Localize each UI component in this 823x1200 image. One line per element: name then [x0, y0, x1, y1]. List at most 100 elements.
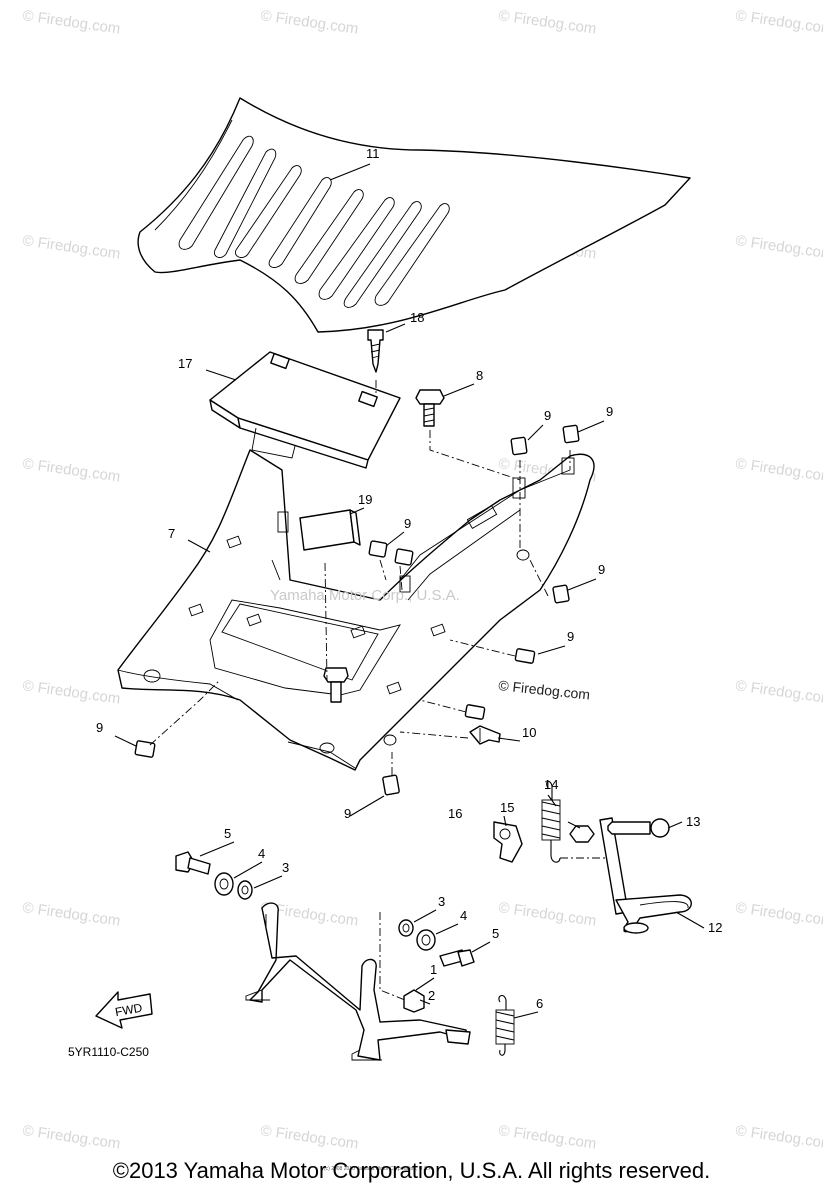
- callout-number: 5: [492, 926, 499, 941]
- leader-line: [253, 875, 283, 889]
- leader-line: [567, 821, 581, 829]
- callout-number: 16: [448, 806, 462, 821]
- part-17-lid: [209, 351, 401, 469]
- firedog-watermark: © Firedog.com: [21, 7, 121, 38]
- part-8-bolt: [415, 389, 445, 427]
- leader-line: [349, 795, 385, 817]
- callout-number: 14: [544, 777, 558, 792]
- part-5-bolt-left: [175, 851, 211, 875]
- firedog-watermark: © Firedog.com: [21, 1122, 121, 1153]
- part-19-label: [299, 509, 361, 551]
- callout-number: 4: [460, 908, 467, 923]
- callout-number: 9: [567, 629, 574, 644]
- tiny-credit: (c) 2008 2010 Yamaha Motor Corporation, …: [324, 1166, 433, 1172]
- firedog-watermark: © Firedog.com: [734, 232, 823, 263]
- leader-line: [385, 531, 405, 547]
- leader-line: [385, 323, 406, 333]
- callout-number: 18: [410, 310, 424, 325]
- callout-number: 9: [404, 516, 411, 531]
- firedog-watermark: © Firedog.com: [734, 455, 823, 486]
- part-13-bolt: [607, 818, 670, 838]
- callout-number: 3: [282, 860, 289, 875]
- firedog-watermark: © Firedog.com: [734, 1122, 823, 1153]
- body-bolt: [323, 667, 349, 703]
- leader-line: [205, 369, 237, 381]
- leader-line: [329, 163, 371, 181]
- drawing-code: 5YR1110-C250: [68, 1045, 149, 1059]
- firedog-watermark: © Firedog.com: [734, 677, 823, 708]
- callout-number: 9: [96, 720, 103, 735]
- firedog-watermark: © Firedog.com: [21, 899, 121, 930]
- callout-number: 8: [476, 368, 483, 383]
- firedog-watermark: © Firedog.com: [734, 7, 823, 38]
- firedog-watermark: © Firedog.com: [259, 1122, 359, 1153]
- callout-number: 19: [358, 492, 372, 507]
- part-11-floor-mat: [137, 97, 691, 333]
- leader-line: [349, 507, 365, 515]
- leader-line: [187, 539, 211, 553]
- leader-line: [435, 923, 459, 935]
- firedog-watermark: © Firedog.com: [21, 232, 121, 263]
- leader-line: [503, 815, 507, 827]
- callout-number: 9: [598, 562, 605, 577]
- leader-line: [415, 977, 435, 991]
- leader-line: [413, 909, 437, 923]
- callout-number: 12: [708, 920, 722, 935]
- callout-number: 11: [366, 146, 380, 161]
- firedog-watermark: © Firedog.com: [734, 899, 823, 930]
- firedog-watermark: © Firedog.com: [21, 455, 121, 486]
- leader-line: [497, 737, 521, 742]
- callout-number: 1: [430, 962, 437, 977]
- leader-line: [513, 1011, 539, 1019]
- leader-line: [577, 420, 605, 433]
- part-10-screw: [469, 725, 501, 745]
- firedog-watermark: © Firedog.com: [497, 899, 597, 930]
- leader-line: [199, 841, 235, 857]
- leader-line: [471, 941, 491, 953]
- leader-line: [233, 861, 263, 879]
- part-4-collar-right: [416, 929, 436, 951]
- fwd-label: FWD: [114, 1001, 144, 1020]
- overlay-watermark: Yamaha Motor Corp., U.S.A.: [270, 587, 460, 604]
- leader-line: [527, 424, 544, 441]
- part-18-screw: [367, 329, 384, 373]
- leader-line: [667, 821, 683, 829]
- firedog-watermark: © Firedog.com: [21, 677, 121, 708]
- part-2-collar: [403, 989, 425, 1013]
- callout-number: 9: [544, 408, 551, 423]
- leader-line: [567, 578, 597, 591]
- leader-line: [547, 794, 557, 807]
- leader-lines: [114, 163, 705, 1019]
- callout-number: 2: [428, 988, 435, 1003]
- leader-line: [443, 383, 475, 397]
- callout-number: 13: [686, 814, 700, 829]
- copyright-footer: ©2013 Yamaha Motor Corporation, U.S.A. A…: [112, 1158, 711, 1183]
- firedog-watermark: © Firedog.com: [497, 1122, 597, 1153]
- callout-number: 7: [168, 526, 175, 541]
- callout-number: 5: [224, 826, 231, 841]
- callout-number: 15: [500, 800, 514, 815]
- callout-number: 9: [606, 404, 613, 419]
- inline-watermark: © Firedog.com: [498, 677, 591, 703]
- firedog-watermark: © Firedog.com: [497, 7, 597, 38]
- part-14-nut: [569, 825, 595, 843]
- part-16-bracket: [493, 821, 523, 863]
- part-3-washer-right: [398, 919, 414, 937]
- part-4-collar-left: [214, 872, 234, 896]
- callout-number: 6: [536, 996, 543, 1011]
- part-5-bolt-right: [439, 949, 475, 967]
- leader-line: [419, 999, 431, 1005]
- assembly-lines: [149, 380, 610, 1001]
- part-1-center-stand: [245, 902, 471, 1061]
- part-15-spring: [541, 780, 561, 863]
- callout-number: 4: [258, 846, 265, 861]
- callout-number: 3: [438, 894, 445, 909]
- callout-number: 10: [522, 725, 536, 740]
- callout-number: 17: [178, 356, 192, 371]
- part-3-washer-left: [237, 880, 253, 900]
- part-7-footrest-body: [117, 449, 595, 771]
- leader-line: [675, 911, 705, 929]
- part-6-spring: [495, 994, 515, 1056]
